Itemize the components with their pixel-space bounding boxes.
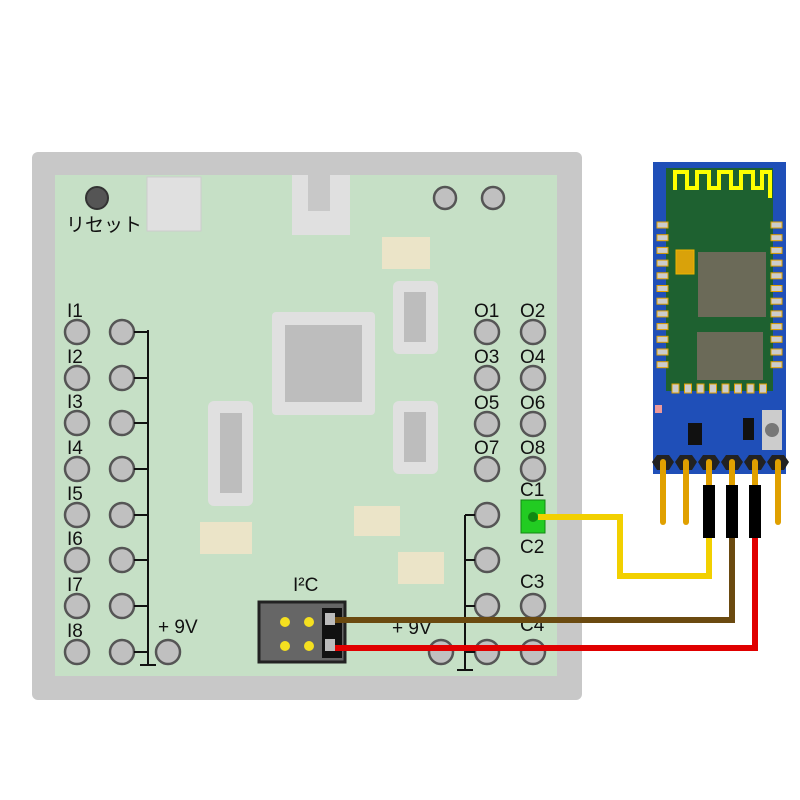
- input-label: I2: [67, 347, 83, 368]
- input-pin-5[interactable]: [63, 501, 91, 529]
- input-label: I3: [67, 392, 83, 413]
- input-pin-3[interactable]: [63, 409, 91, 437]
- connector-common-pin-1[interactable]: [473, 501, 501, 529]
- power-label-right: + 9V: [392, 618, 432, 639]
- output-pin-3[interactable]: [473, 364, 501, 392]
- input-label: I7: [67, 575, 83, 596]
- input-common-pin-3[interactable]: [108, 409, 136, 437]
- output-label: O8: [520, 438, 545, 459]
- input-label: I5: [67, 484, 83, 505]
- input-label: I4: [67, 438, 83, 459]
- power-wire: [335, 538, 758, 651]
- input-common-pin-8[interactable]: [108, 638, 136, 666]
- input-common-pin-2[interactable]: [108, 364, 136, 392]
- output-label: O2: [520, 301, 545, 322]
- connector-common-pin-2[interactable]: [473, 546, 501, 574]
- ground-wire: [335, 538, 735, 623]
- input-common-pin-4[interactable]: [108, 455, 136, 483]
- wire-sleeve: [703, 485, 715, 538]
- output-label: O5: [474, 393, 499, 414]
- wire-sleeve: [749, 485, 761, 538]
- wire-sleeve: [726, 485, 738, 538]
- input-common-pin-5[interactable]: [108, 501, 136, 529]
- output-pin-1[interactable]: [473, 318, 501, 346]
- reset-button[interactable]: [85, 186, 109, 210]
- output-pin-5[interactable]: [473, 410, 501, 438]
- output-pin-2[interactable]: [519, 318, 547, 346]
- input-common-pin-7[interactable]: [108, 592, 136, 620]
- input-pin-6[interactable]: [63, 546, 91, 574]
- power-pin-left[interactable]: [154, 638, 182, 666]
- output-label: O6: [520, 393, 545, 414]
- output-pin-7[interactable]: [473, 455, 501, 483]
- input-label: I1: [67, 301, 83, 322]
- connector-pin-4[interactable]: [519, 638, 547, 666]
- connector-label: C3: [520, 572, 544, 593]
- connector-common-pin-3[interactable]: [473, 592, 501, 620]
- output-label: O7: [474, 438, 499, 459]
- i2c-connector[interactable]: [257, 600, 347, 664]
- output-label: O3: [474, 347, 499, 368]
- input-pin-1[interactable]: [63, 318, 91, 346]
- reset-label: リセット: [66, 215, 142, 236]
- output-pin-4[interactable]: [519, 364, 547, 392]
- input-common-pin-1[interactable]: [108, 318, 136, 346]
- wires: [335, 514, 758, 651]
- output-label: O4: [520, 347, 546, 368]
- input-pin-4[interactable]: [63, 455, 91, 483]
- i2c-label: I²C: [293, 575, 318, 596]
- output-label: O1: [474, 301, 499, 322]
- output-pin-6[interactable]: [519, 410, 547, 438]
- output-pin-8[interactable]: [519, 455, 547, 483]
- input-label: I8: [67, 621, 83, 642]
- input-label: I6: [67, 529, 83, 550]
- input-pin-7[interactable]: [63, 592, 91, 620]
- power-pin-right[interactable]: [427, 638, 455, 666]
- power-label-left: + 9V: [158, 617, 198, 638]
- input-common-pin-6[interactable]: [108, 546, 136, 574]
- connector-common-pin-4[interactable]: [473, 638, 501, 666]
- connector-label: C2: [520, 537, 544, 558]
- signal-wire: [538, 514, 712, 579]
- connector-label: C1: [520, 480, 544, 501]
- input-pin-8[interactable]: [63, 638, 91, 666]
- bluetooth-module: [652, 162, 789, 538]
- input-pin-2[interactable]: [63, 364, 91, 392]
